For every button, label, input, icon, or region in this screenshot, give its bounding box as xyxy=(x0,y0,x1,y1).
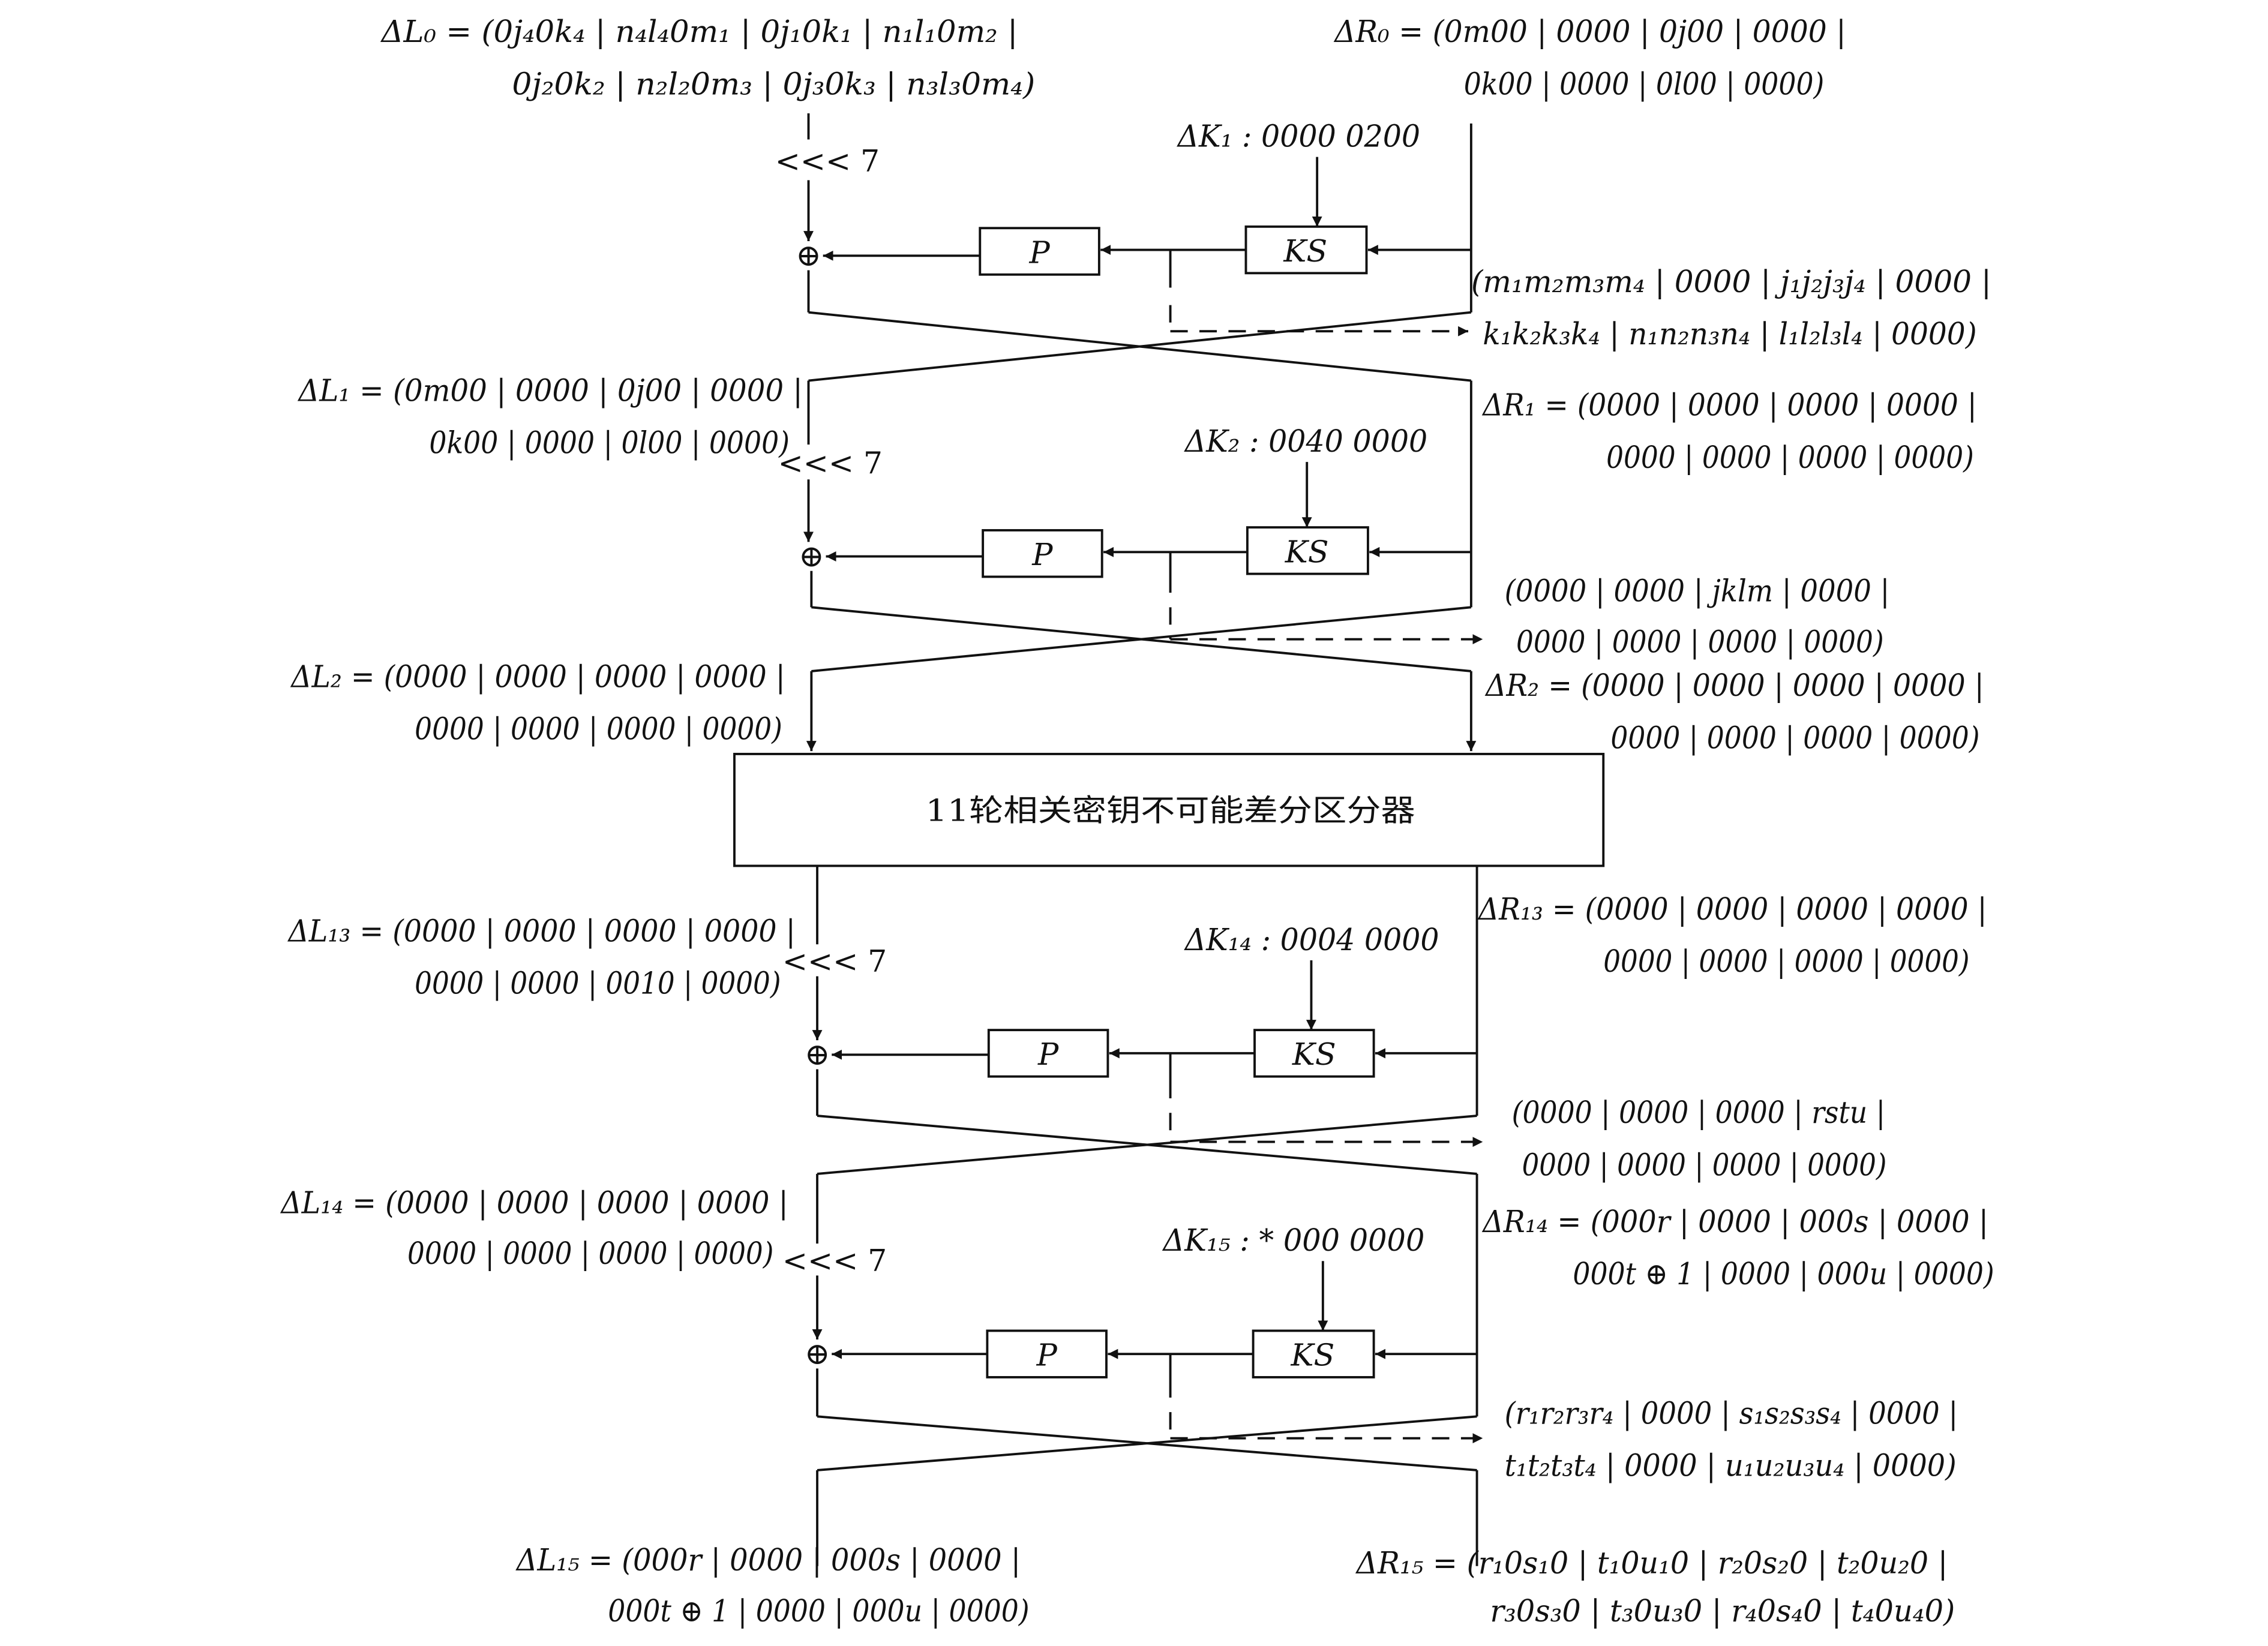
f-output-2-line1: (0000 | 0000 | jklm | 0000 | xyxy=(1505,573,1890,609)
p-box-round-2 xyxy=(982,529,1103,578)
rotate-label: <<< 7 xyxy=(782,1243,887,1278)
delta-R2-line2: 0000 | 0000 | 0000 | 0000) xyxy=(1610,720,1979,755)
delta-K14: ΔK₁₄ : 0004 0000 xyxy=(1184,922,1439,957)
delta-K1: ΔK₁ : 0000 0200 xyxy=(1177,119,1420,154)
delta-R1-line1: ΔR₁ = (0000 | 0000 | 0000 | 0000 | xyxy=(1481,388,1976,423)
ks-label: KS xyxy=(1292,1037,1336,1072)
p-box-round-1 xyxy=(979,227,1100,276)
rotate-label: <<< 7 xyxy=(775,143,880,179)
delta-R15-line2: r₃0s₃0 | t₃0u₃0 | r₄0s₄0 | t₄0u₄0) xyxy=(1490,1593,1955,1629)
p-box-round-15 xyxy=(986,1329,1108,1378)
rotate-label: <<< 7 xyxy=(782,944,887,979)
ks-label: KS xyxy=(1283,233,1327,269)
delta-L2-line2: 0000 | 0000 | 0000 | 0000) xyxy=(415,711,782,747)
delta-L15-line1: ΔL₁₅ = (000r | 0000 | 000s | 0000 | xyxy=(515,1542,1021,1578)
distinguisher-label: 11轮相关密钥不可能差分区分器 xyxy=(925,792,1415,828)
f-output-14-line1: (0000 | 0000 | 0000 | rstu | xyxy=(1512,1095,1885,1130)
round-15: P KS ⊕ <<< 7 xyxy=(782,1243,1483,1566)
delta-R13-line1: ΔR₁₃ = (0000 | 0000 | 0000 | 0000 | xyxy=(1477,891,1987,927)
f-output-1-line1: (m₁m₂m₃m₄ | 0000 | j₁j₂j₃j₄ | 0000 | xyxy=(1471,264,1991,299)
p-label: P xyxy=(1036,1338,1058,1373)
delta-R14-line1: ΔR₁₄ = (000r | 0000 | 000s | 0000 | xyxy=(1481,1204,1988,1239)
ks-label: KS xyxy=(1285,534,1329,569)
p-label: P xyxy=(1037,1037,1059,1072)
xor-icon: ⊕ xyxy=(799,539,824,574)
f-output-14-line2: 0000 | 0000 | 0000 | 0000) xyxy=(1522,1147,1887,1182)
delta-L14-line2: 0000 | 0000 | 0000 | 0000) xyxy=(407,1236,773,1271)
difference-labels: ΔL₀ = (0j₄0k₄ | n₄l₄0m₁ | 0j₁0k₁ | n₁l₁0… xyxy=(280,14,1994,1629)
delta-L0-line2: 0j₂0k₂ | n₂l₂0m₃ | 0j₃0k₃ | n₃l₃0m₄) xyxy=(512,66,1035,101)
ks-box-round-14 xyxy=(1253,1029,1375,1078)
delta-R14-line2: 000t ⊕ 1 | 0000 | 000u | 0000) xyxy=(1573,1256,1994,1291)
delta-L0-line1: ΔL₀ = (0j₄0k₄ | n₄l₄0m₁ | 0j₁0k₁ | n₁l₁0… xyxy=(380,14,1018,49)
delta-K15: ΔK₁₅ : * 000 0000 xyxy=(1162,1223,1424,1258)
delta-R0-line1: ΔR₀ = (0m00 | 0000 | 0j00 | 0000 | xyxy=(1333,14,1846,49)
ks-box-round-15 xyxy=(1252,1329,1375,1378)
p-label: P xyxy=(1031,537,1053,572)
f-output-1-line2: k₁k₂k₃k₄ | n₁n₂n₃n₄ | l₁l₂l₃l₄ | 0000) xyxy=(1483,316,1976,352)
delta-R2-line1: ΔR₂ = (0000 | 0000 | 0000 | 0000 | xyxy=(1484,668,1984,703)
f-output-15-line1: (r₁r₂r₃r₄ | 0000 | s₁s₂s₃s₄ | 0000 | xyxy=(1505,1395,1958,1431)
xor-icon: ⊕ xyxy=(805,1037,830,1072)
ks-label: KS xyxy=(1290,1338,1334,1373)
delta-L2-line1: ΔL₂ = (0000 | 0000 | 0000 | 0000 | xyxy=(290,659,785,695)
delta-R1-line2: 0000 | 0000 | 0000 | 0000) xyxy=(1606,440,1974,475)
round-14: P KS ⊕ <<< 7 xyxy=(782,866,1483,1417)
f-output-2-line2: 0000 | 0000 | 0000 | 0000) xyxy=(1516,624,1884,659)
xor-icon: ⊕ xyxy=(805,1336,830,1371)
distinguisher-box xyxy=(733,753,1605,867)
delta-L13-line1: ΔL₁₃ = (0000 | 0000 | 0000 | 0000 | xyxy=(287,913,796,948)
ks-box-round-2 xyxy=(1246,526,1369,575)
delta-L1-line2: 0k00 | 0000 | 0l00 | 0000) xyxy=(429,425,790,461)
rotate-label: <<< 7 xyxy=(778,446,883,481)
p-box-round-14 xyxy=(987,1029,1109,1078)
round-2: P KS ⊕ <<< 7 xyxy=(778,446,1483,752)
delta-L13-line2: 0000 | 0000 | 0010 | 0000) xyxy=(415,966,781,1001)
delta-R15-line1: ΔR₁₅ = (r₁0s₁0 | t₁0u₁0 | r₂0s₂0 | t₂0u₂… xyxy=(1355,1545,1948,1581)
delta-L14-line1: ΔL₁₄ = (0000 | 0000 | 0000 | 0000 | xyxy=(280,1185,788,1220)
p-label: P xyxy=(1028,235,1050,270)
delta-L1-line1: ΔL₁ = (0m00 | 0000 | 0j00 | 0000 | xyxy=(298,373,803,408)
round-1: P KS ⊕ <<< 7 xyxy=(775,113,1472,608)
xor-icon: ⊕ xyxy=(796,238,821,273)
ks-box-round-1 xyxy=(1244,225,1368,275)
delta-R0-line2: 0k00 | 0000 | 0l00 | 0000) xyxy=(1464,66,1825,101)
delta-K2: ΔK₂ : 0040 0000 xyxy=(1184,423,1427,459)
delta-L15-line2: 000t ⊕ 1 | 0000 | 000u | 0000) xyxy=(608,1593,1029,1629)
f-output-15-line2: t₁t₂t₃t₄ | 0000 | u₁u₂u₃u₄ | 0000) xyxy=(1505,1448,1957,1483)
delta-R13-line2: 0000 | 0000 | 0000 | 0000) xyxy=(1603,944,1969,979)
